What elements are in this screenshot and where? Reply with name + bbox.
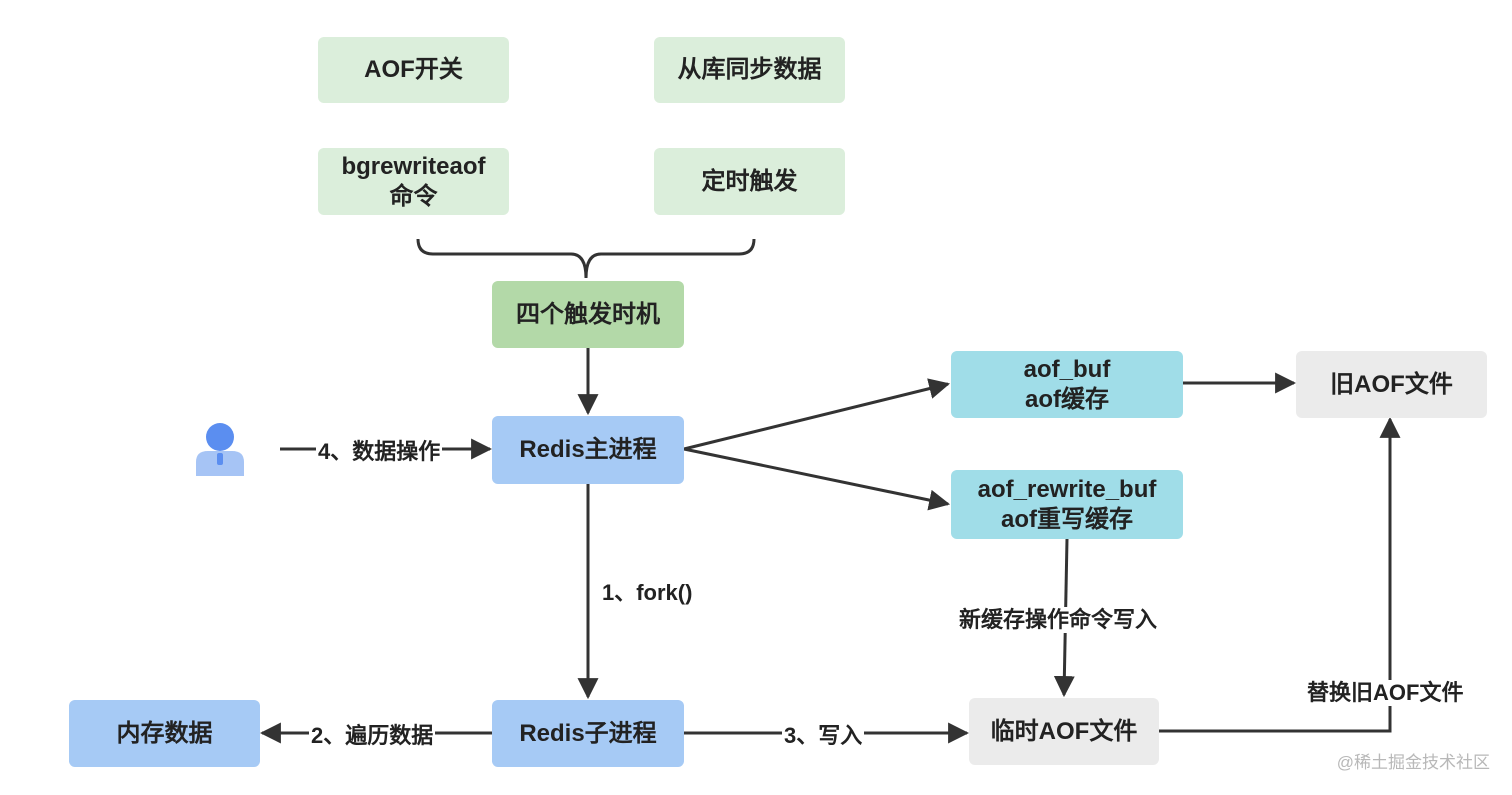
replica-sync-label: 从库同步数据 [677,56,822,83]
aof-buf-label-line2: aof缓存 [1025,385,1109,413]
aof-buf-node: aof_buf aof缓存 [951,351,1183,418]
curly-brace [416,238,756,279]
bgrewriteaof-label-line2: 命令 [389,182,438,210]
edge-label-write: 3、写入 [782,723,865,749]
main-process-node: Redis主进程 [492,416,684,484]
bgrewriteaof-label-line1: bgrewriteaof [341,152,486,180]
arrow-main-to-aof-rewrite-buf [683,447,951,511]
memory-data-node: 内存数据 [69,700,260,767]
main-process-label: Redis主进程 [519,436,657,463]
aof-rewrite-buf-label-line2: aof重写缓存 [1001,505,1133,533]
arrow-main-to-aof-buf [683,378,951,451]
four-triggers-label: 四个触发时机 [516,300,660,328]
replica-sync-node: 从库同步数据 [654,37,845,103]
timer-label: 定时触发 [701,167,798,195]
edge-label-replace-old: 替换旧AOF文件 [1305,680,1466,706]
temp-aof-node: 临时AOF文件 [969,698,1159,765]
aof-rewrite-buf-label-line1: aof_rewrite_buf [977,475,1157,503]
user-icon [196,423,244,476]
old-aof-node: 旧AOF文件 [1296,351,1487,418]
arrow-temp-aof-to-old-aof [1159,416,1401,733]
watermark: @稀土掘金技术社区 [1336,753,1490,772]
memory-data-label: 内存数据 [116,719,213,747]
four-triggers-node: 四个触发时机 [492,281,684,348]
edge-label-new-cache-write: 新缓存操作命令写入 [957,607,1160,633]
edge-label-fork: 1、fork() [600,580,695,606]
timer-node: 定时触发 [654,148,845,215]
aof-rewrite-buf-node: aof_rewrite_buf aof重写缓存 [951,470,1183,539]
child-process-label: Redis子进程 [519,719,657,747]
aof-switch-node: AOF开关 [318,37,509,103]
edge-label-data-ops: 4、数据操作 [316,439,443,465]
aof-switch-label: AOF开关 [364,56,463,83]
temp-aof-label: 临时AOF文件 [990,717,1138,745]
bgrewriteaof-node: bgrewriteaof 命令 [318,148,509,215]
child-process-node: Redis子进程 [492,700,684,767]
old-aof-label: 旧AOF文件 [1330,370,1453,398]
aof-buf-label-line1: aof_buf [1023,355,1111,383]
edge-label-traverse: 2、遍历数据 [309,723,436,749]
